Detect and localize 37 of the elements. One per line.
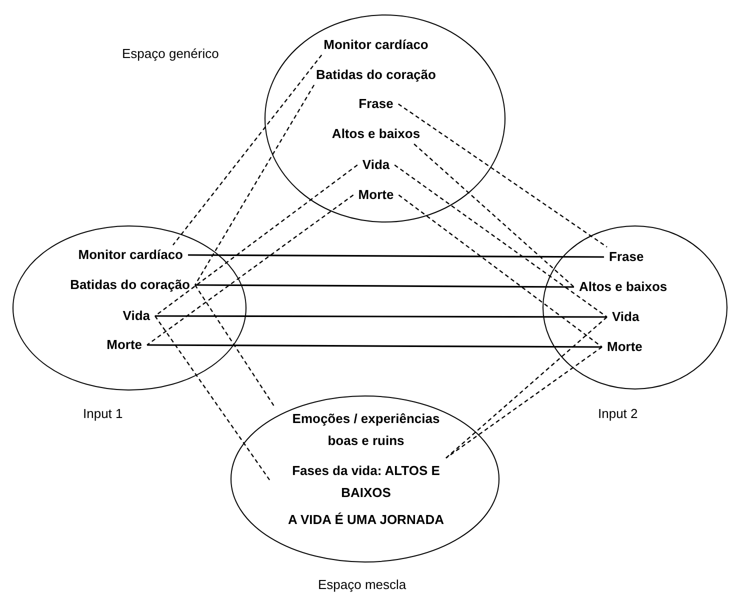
concept-label: Frase <box>609 249 644 265</box>
connector-line <box>155 315 607 318</box>
connector-line <box>188 254 604 258</box>
concept-label: Vida <box>122 308 150 324</box>
concept-label: Frase <box>358 96 394 112</box>
dashed-line <box>414 144 574 288</box>
dashed-line <box>146 194 354 346</box>
dashed-line <box>194 84 315 286</box>
concept-label: Morte <box>358 187 394 203</box>
concept-label: Fases da vida: ALTOS E BAIXOS <box>276 460 456 504</box>
dashed-line <box>194 284 274 406</box>
dashed-line <box>154 164 358 316</box>
concept-label: Altos e baixos <box>579 279 668 295</box>
dashed-line <box>394 164 608 318</box>
connector-line <box>195 284 574 288</box>
concept-label: Vida <box>362 157 390 173</box>
dashed-line <box>154 316 272 482</box>
concept-label: Altos e baixos <box>332 126 420 142</box>
concept-label: Morte <box>607 339 642 355</box>
connector-line <box>147 344 602 348</box>
concept-label: A VIDA É UMA JORNADA <box>288 512 444 528</box>
concept-label: Batidas do coração <box>70 277 190 293</box>
space-title: Input 2 <box>598 406 638 421</box>
concept-label: Morte <box>106 337 142 353</box>
dashed-line <box>398 194 602 348</box>
concept-label: Batidas do coração <box>316 67 436 83</box>
dashed-line <box>398 104 608 248</box>
space-title: Espaço mescla <box>318 577 406 592</box>
dashed-line <box>446 316 608 458</box>
dashed-line <box>172 54 322 246</box>
concept-label: Monitor cardíaco <box>324 37 428 53</box>
dashed-line <box>446 346 602 458</box>
space-title: Espaço genérico <box>122 46 219 61</box>
concept-label: Vida <box>612 309 640 325</box>
space-title: Input 1 <box>83 406 123 421</box>
concept-label: Emoções / experiências boas e ruins <box>276 408 456 452</box>
concept-label: Monitor cardíaco <box>78 247 183 263</box>
